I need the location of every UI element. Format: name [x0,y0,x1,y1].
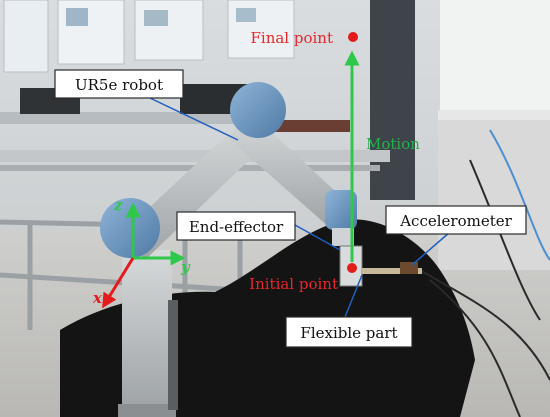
x-axis-label: x [92,289,103,307]
coordinate-axes: z y x [92,196,191,309]
label-accelerometer: Accelerometer [385,205,527,235]
initial-point-dot [347,263,357,273]
elbow-joint [230,82,286,138]
flexible-part-shape [362,268,422,274]
base-joint [100,198,160,258]
robot-arm [100,82,422,287]
label-final-point: Final point [251,29,334,47]
z-axis-label: z [113,196,123,214]
window-light [440,0,550,110]
label-end-effector: End-effector [176,211,296,241]
label-flexible-part: Flexible part [285,316,413,348]
label-end-effector-text: End-effector [189,218,284,236]
label-flexible-part-text: Flexible part [300,324,397,342]
label-initial-point: Initial point [249,275,338,293]
y-axis-label: y [180,258,191,276]
final-point-dot [348,32,358,42]
wrist-joint [325,190,357,230]
label-motion: Motion [366,135,420,153]
shelf-body [438,120,550,270]
wall-posters [3,0,295,73]
x-axis-arrow [102,257,135,309]
label-robot-text: UR5e robot [75,76,163,94]
label-accelerometer-text: Accelerometer [399,212,512,230]
accelerometer-sensor [400,262,418,274]
callout-lines [149,97,451,318]
robot-base [118,250,178,417]
label-robot: UR5e robot [54,69,184,99]
shelf-top [438,110,550,120]
